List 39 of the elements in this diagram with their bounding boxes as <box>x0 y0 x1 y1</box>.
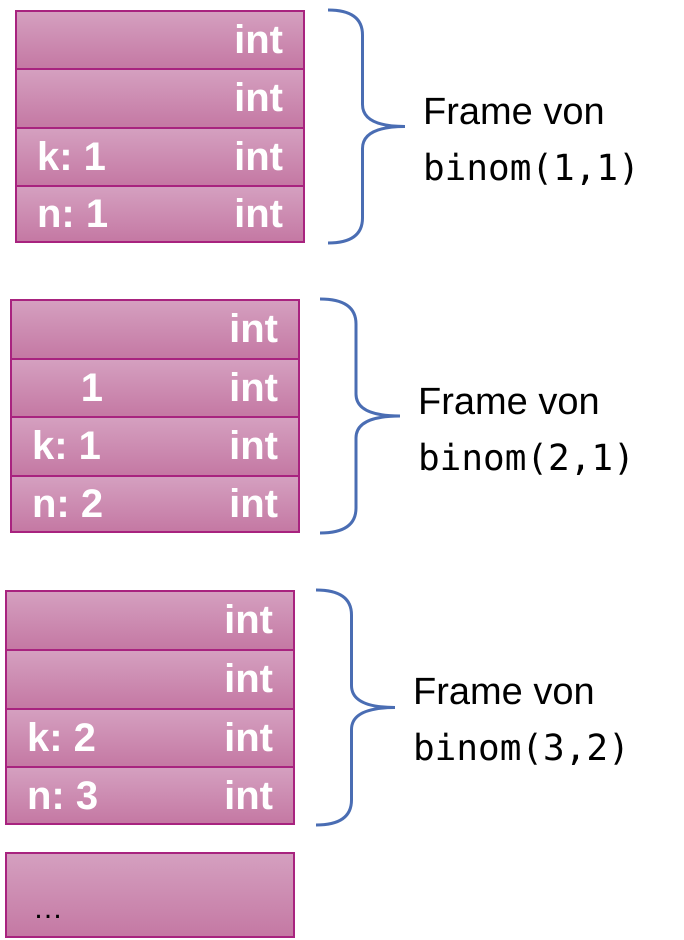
stack-cell <box>15 10 305 70</box>
type-label: int <box>234 136 283 177</box>
stack-cell <box>5 852 295 938</box>
type-label: int <box>234 78 283 118</box>
type-label: int <box>224 659 273 700</box>
variable-label: n: 3 <box>27 776 98 816</box>
frame-label: Frame von <box>423 93 605 131</box>
function-call-label: binom(1,1) <box>423 151 640 187</box>
variable-label: k: 1 <box>32 426 101 466</box>
type-label: int <box>234 20 283 60</box>
stack-cell <box>5 766 295 825</box>
variable-label: n: 2 <box>32 484 104 524</box>
stack-cell <box>15 126 305 187</box>
type-label: int <box>224 718 273 758</box>
stack-cell <box>10 474 300 533</box>
function-call-label: binom(3,2) <box>413 731 630 767</box>
variable-label: k: 1 <box>37 136 106 177</box>
variable-label: k: 2 <box>27 718 96 758</box>
type-label: int <box>224 600 273 640</box>
frame-label: Frame von <box>413 673 595 711</box>
frame-label: Frame von <box>418 383 600 421</box>
type-label: int <box>229 484 278 524</box>
variable-label: n: 1 <box>37 194 108 234</box>
stack-cell <box>10 299 300 360</box>
stack-cell <box>5 648 295 710</box>
stack-cell <box>10 416 300 476</box>
stack-cell <box>5 590 295 651</box>
type-label: int <box>229 309 278 350</box>
variable-label: 1 <box>80 368 103 408</box>
stack-cell <box>15 184 305 243</box>
type-label: int <box>229 426 278 466</box>
stack-cell <box>5 708 295 768</box>
stack-cell <box>10 358 300 418</box>
type-label: int <box>229 368 278 408</box>
ellipsis-text: … <box>33 894 63 924</box>
type-label: int <box>224 776 273 816</box>
stack-cell <box>15 68 305 128</box>
function-call-label: binom(2,1) <box>418 441 635 477</box>
type-label: int <box>234 194 283 234</box>
